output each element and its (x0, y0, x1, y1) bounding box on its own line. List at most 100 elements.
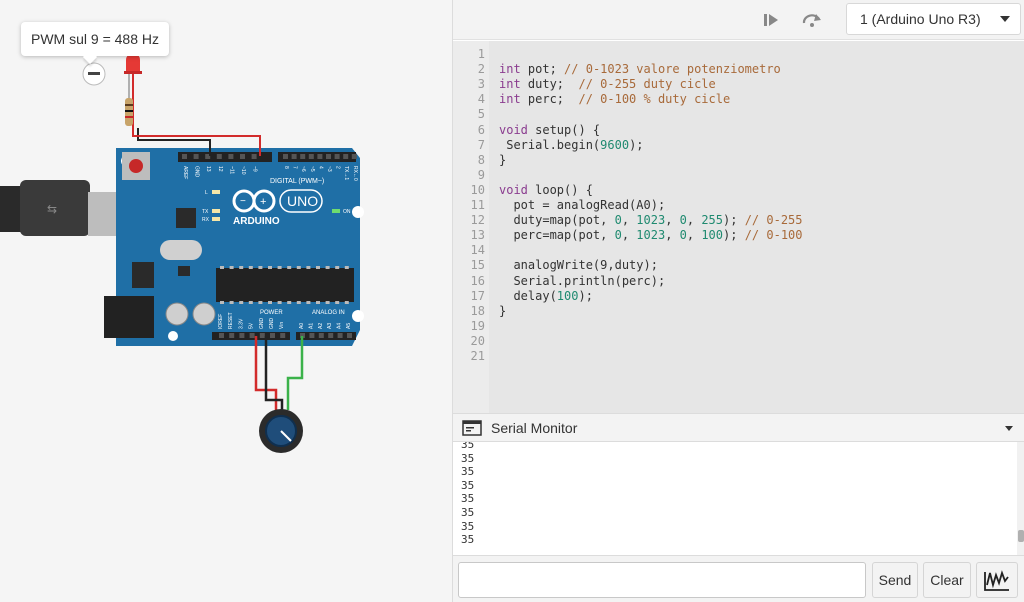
wire-black-led[interactable] (137, 128, 211, 156)
code-token: // 0-100 (744, 228, 803, 243)
code-line[interactable]: 20 (453, 334, 1024, 349)
code-line[interactable]: 17 delay(100); (453, 289, 1024, 304)
header-pin[interactable] (337, 333, 343, 338)
code-token: perc; (520, 92, 579, 107)
on-label: ON (343, 209, 351, 215)
step-over-icon[interactable] (798, 6, 826, 34)
code-line[interactable]: 12 duty=map(pot, 0, 1023, 0, 255); // 0-… (453, 213, 1024, 228)
line-number: 10 (470, 182, 485, 197)
code-line[interactable]: 11 pot = analogRead(A0); (453, 198, 1024, 213)
header-pin[interactable] (291, 154, 297, 159)
header-pin[interactable] (270, 333, 275, 338)
header-pin[interactable] (318, 333, 324, 338)
header-pin[interactable] (328, 333, 334, 338)
header-pin[interactable] (240, 154, 245, 159)
serial-monitor-header[interactable]: Serial Monitor (453, 413, 1024, 442)
code-line[interactable]: 14 (453, 243, 1024, 258)
header-pin[interactable] (205, 154, 211, 159)
line-number: 9 (477, 167, 485, 182)
header-pin[interactable] (251, 154, 257, 159)
digital-pin-label: 4 (317, 166, 323, 169)
header-pin[interactable] (280, 333, 286, 338)
header-pin[interactable] (343, 154, 349, 159)
graph-button[interactable] (976, 562, 1018, 598)
serial-scrollbar[interactable] (1017, 442, 1024, 555)
header-pin[interactable] (300, 333, 305, 338)
code-token: 0 (679, 228, 687, 243)
code-token: pot; (520, 62, 565, 77)
code-token: duty=map(pot, (499, 213, 615, 228)
header-pin[interactable] (309, 333, 315, 338)
scrollbar-thumb[interactable] (1018, 530, 1024, 542)
header-pin[interactable] (283, 154, 288, 159)
line-number: 14 (470, 243, 485, 258)
capacitor (165, 302, 189, 326)
code-line[interactable]: 15 analogWrite(9,duty); (453, 258, 1024, 273)
header-pin[interactable] (229, 333, 235, 338)
collapse-icon[interactable] (1005, 426, 1013, 431)
code-line[interactable]: 7 Serial.begin(9600); (453, 138, 1024, 153)
header-pin[interactable] (347, 333, 352, 338)
code-token: // 0-255 (744, 213, 803, 228)
chip-pin (344, 301, 349, 304)
code-token: perc=map(pot, (499, 228, 615, 243)
header-pin[interactable] (193, 154, 199, 159)
code-line[interactable]: 1 (453, 47, 1024, 62)
code-line[interactable]: 13 perc=map(pot, 0, 1023, 0, 100); // 0-… (453, 228, 1024, 243)
wire-red-led[interactable] (132, 74, 261, 156)
header-pin[interactable] (219, 333, 224, 338)
digital-header-left (178, 152, 272, 162)
header-pin[interactable] (308, 154, 314, 159)
bottom-pin-label: GND (269, 318, 275, 330)
code-line[interactable]: 19 (453, 319, 1024, 334)
code-line[interactable]: 5 (453, 107, 1024, 122)
chip-pin (316, 266, 320, 269)
wire-green-pot[interactable] (286, 336, 304, 410)
chip-pin (229, 301, 234, 304)
led-red[interactable] (126, 53, 140, 72)
header-pin[interactable] (239, 333, 245, 338)
header-pin[interactable] (334, 154, 340, 159)
led-base (124, 71, 142, 74)
code-line[interactable]: 9 (453, 168, 1024, 183)
header-pin[interactable] (228, 154, 234, 159)
send-button[interactable]: Send (872, 562, 918, 598)
digital-pin-label: GND (194, 166, 200, 178)
code-line[interactable]: 18} (453, 304, 1024, 319)
code-line[interactable]: 16 Serial.println(perc); (453, 274, 1024, 289)
wire-black-pot[interactable] (264, 336, 284, 410)
step-play-icon[interactable] (757, 6, 785, 34)
serial-input[interactable] (458, 562, 866, 598)
code-token: ); (629, 137, 644, 152)
code-line[interactable]: 8} (453, 153, 1024, 168)
line-number: 19 (470, 318, 485, 333)
header-pin[interactable] (317, 154, 323, 159)
pwm-tooltip: PWM sul 9 = 488 Hz (21, 22, 169, 56)
clear-button[interactable]: Clear (923, 562, 971, 598)
chip-pin (296, 301, 301, 304)
line-number: 3 (477, 77, 485, 92)
digital-pin-label: 8 (283, 166, 289, 169)
code-line[interactable]: 21 (453, 349, 1024, 364)
device-select[interactable]: 1 (Arduino Uno R3) (846, 3, 1021, 35)
header-pin[interactable] (216, 154, 222, 159)
code-token: 100 (556, 288, 579, 303)
header-pin[interactable] (351, 154, 357, 159)
code-text: int pot; // 0-1023 valore potenziometro (499, 62, 781, 77)
code-token: void (499, 182, 528, 197)
header-pin[interactable] (249, 333, 255, 338)
code-token: ); (723, 213, 745, 228)
header-pin[interactable] (182, 154, 187, 159)
header-pin[interactable] (326, 154, 331, 159)
header-pin[interactable] (300, 154, 306, 159)
header-pin[interactable] (259, 333, 265, 338)
